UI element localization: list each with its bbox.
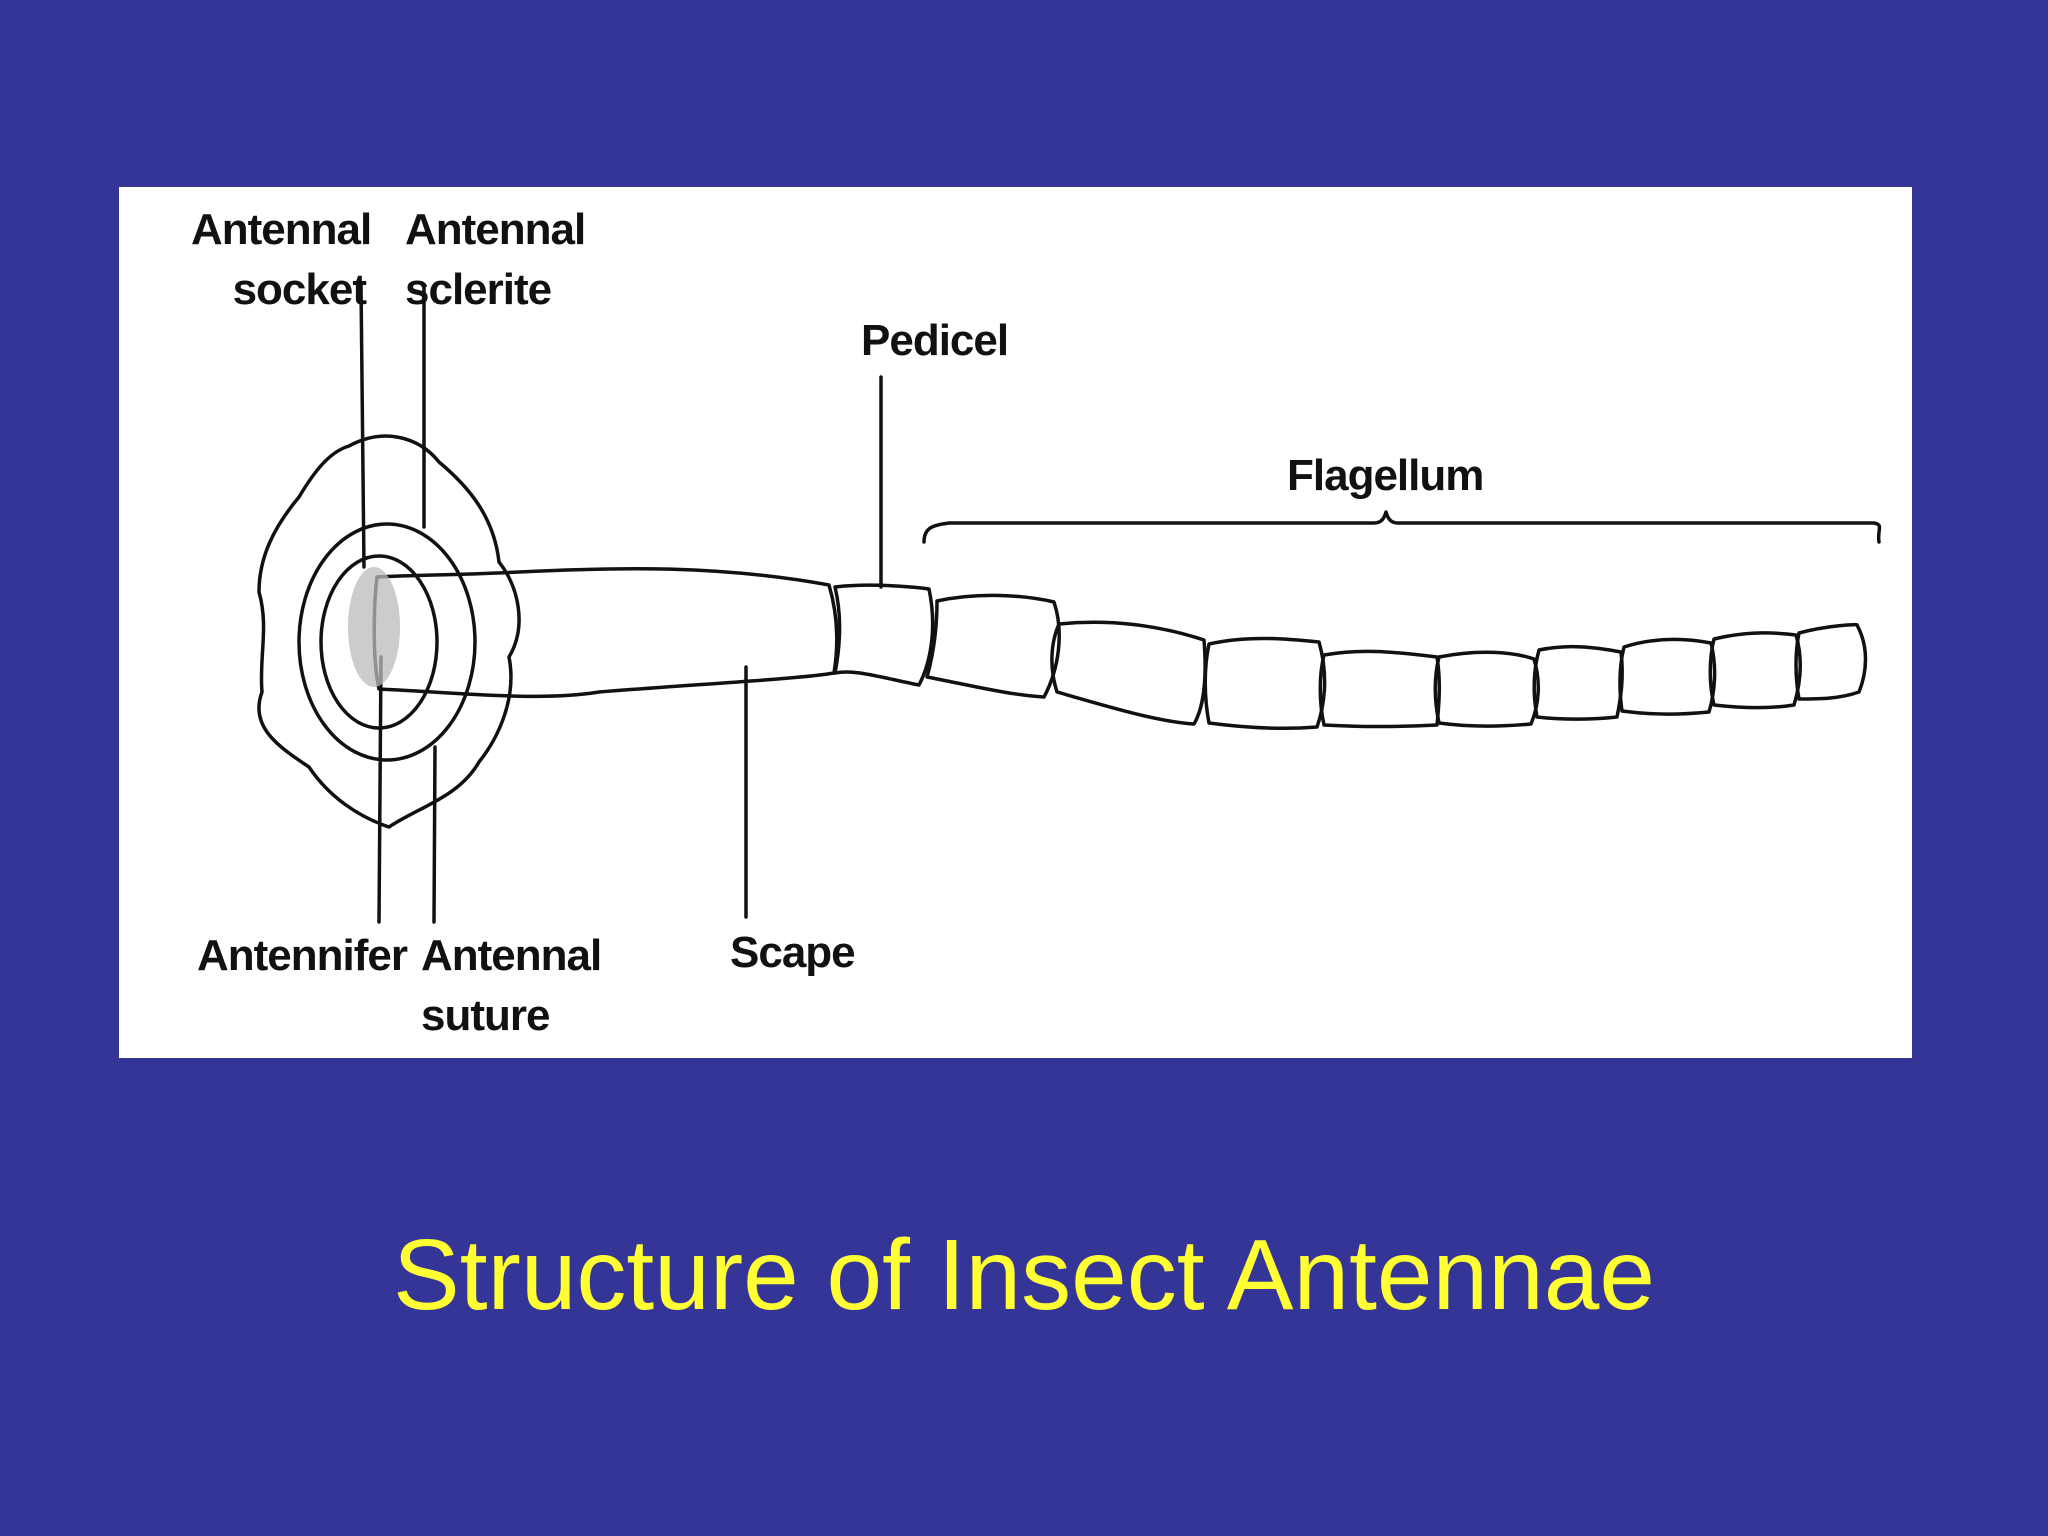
flagellum-segment [1618,637,1717,716]
scape-segment [372,566,839,699]
pedicel-segment [833,583,935,687]
label-antennal-suture: Antennal suture [421,931,602,1040]
flagellum-segment [1318,649,1442,729]
slide-title: Structure of Insect Antennae [393,1219,1655,1331]
socket-shading [348,567,400,687]
antennal-socket-leader [359,283,366,569]
antennifer-leader [377,655,383,924]
label-antennifer: Antennifer [197,931,408,980]
label-pedicel: Pedicel [861,316,1009,365]
flagellum-bracket [922,510,1882,544]
flagellum-segment [1203,636,1327,730]
label-antennal-socket: Antennal socket [191,205,372,314]
antennal-suture-leader [432,745,437,924]
label-scape: Scape [730,928,856,977]
flagellum-segment [1050,620,1207,726]
antenna-diagram-panel: Antennal socket Antennal sclerite Pedice… [119,187,1912,1058]
label-flagellum: Flagellum [1287,451,1484,500]
flagellum-segment [925,593,1061,699]
flagellum-segment [1532,644,1624,721]
antennal-sclerite-ring [297,522,477,762]
flagellum-segment [1794,622,1868,701]
antenna-diagram [257,283,1882,924]
head-outline [257,434,521,829]
label-antennal-sclerite: Antennal sclerite [405,205,586,314]
flagellum-segment [1433,650,1541,728]
flagellum-segment [1708,631,1803,710]
